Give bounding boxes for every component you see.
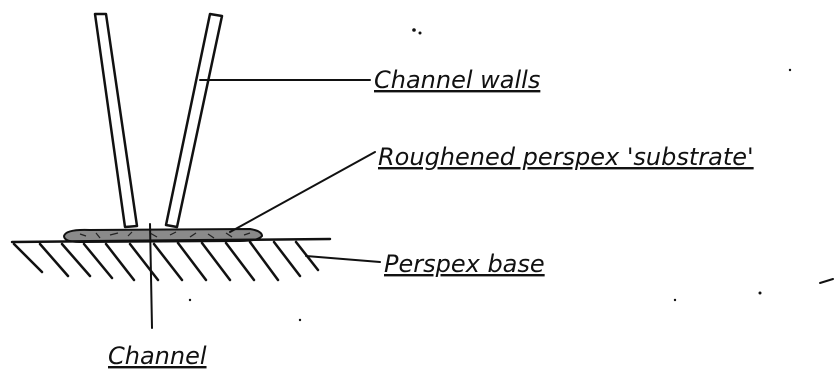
stray-stroke — [819, 278, 834, 284]
stray-marks — [188, 28, 792, 322]
base-surface-line — [10, 237, 332, 244]
substrate-speckle — [79, 231, 251, 239]
label-substrate: Roughened perspex 'substrate' — [378, 143, 754, 171]
label-base: Perspex base — [384, 250, 545, 278]
right-channel-wall — [164, 12, 224, 229]
label-channel-walls: Channel walls — [374, 66, 540, 94]
substrate-leader — [229, 151, 376, 233]
base-leader — [305, 255, 381, 263]
label-channel: Channel — [108, 342, 207, 370]
left-channel-wall — [93, 12, 139, 229]
channel-leader — [149, 223, 153, 329]
base-hatching — [12, 240, 320, 282]
